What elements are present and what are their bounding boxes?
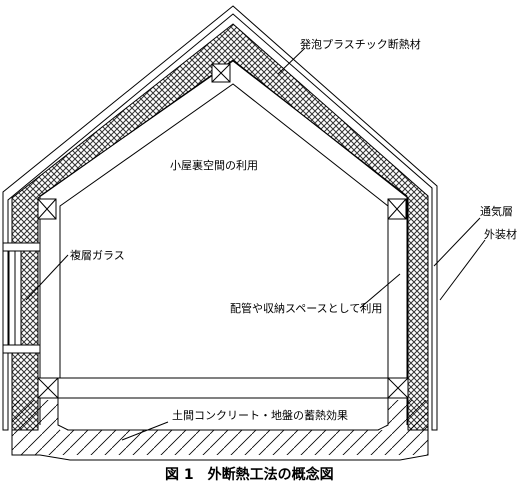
- label-double-glazing: 複層ガラス: [70, 249, 125, 262]
- sill-right: [387, 377, 409, 399]
- interior-structure-inner-line: [59, 83, 389, 420]
- interior-structure-outline: [39, 60, 408, 425]
- window: [2, 242, 41, 354]
- label-attic-use: 小屋裏空間の利用: [170, 159, 258, 172]
- label-exterior-finish: 外装材: [484, 228, 517, 241]
- figure-caption: 図 1 外断熱工法の概念図: [165, 467, 334, 483]
- leader-double-glazing: [25, 254, 69, 301]
- top-plate-right: [387, 198, 407, 220]
- label-slab-heat-storage: 土間コンクリート・地盤の蓄熱効果: [172, 409, 348, 422]
- foundation-outline: [11, 400, 429, 461]
- sill-left: [37, 377, 59, 399]
- leader-vent-layer: [433, 217, 481, 267]
- label-vent-layer: 通気層: [480, 205, 513, 218]
- insulation-layer: [11, 23, 429, 431]
- leader-slab: [121, 421, 169, 441]
- label-piping-storage: 配管や収納スペースとして利用: [230, 302, 383, 315]
- top-plate-left: [37, 198, 57, 220]
- label-foam-insulation: 発泡プラスチック断熱材: [300, 38, 421, 51]
- ridge-beam: [211, 63, 231, 83]
- leader-foam-insulation: [277, 47, 306, 75]
- leader-piping-storage: [359, 273, 401, 309]
- floor-board: [57, 377, 389, 399]
- leader-exterior-finish: [439, 239, 486, 301]
